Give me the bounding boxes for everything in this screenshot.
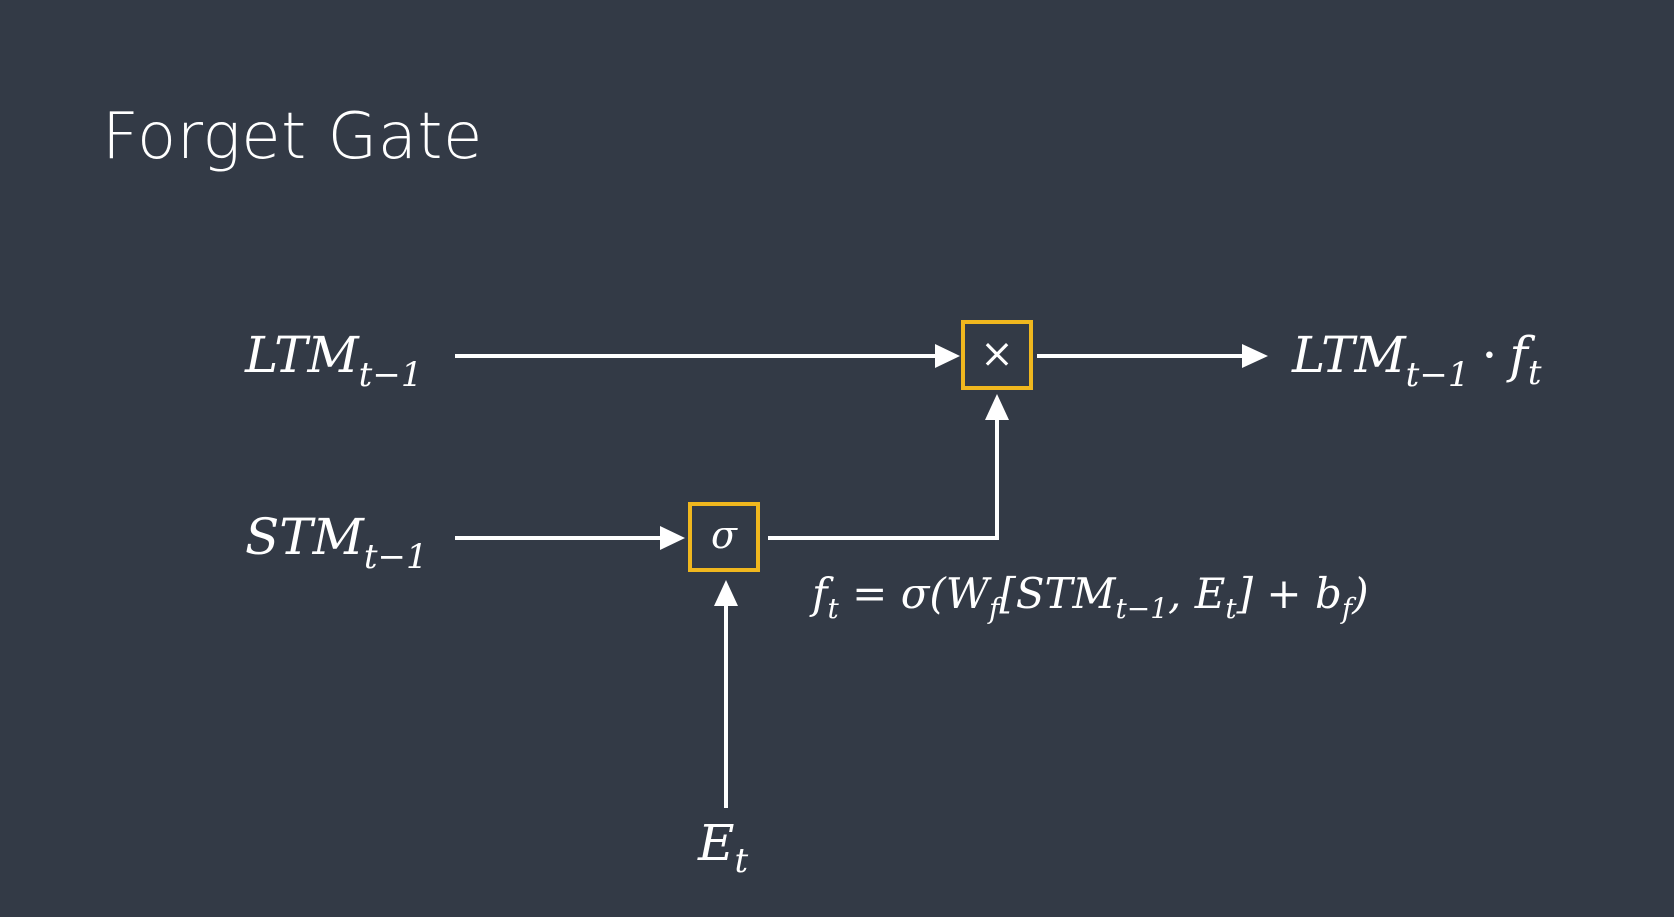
event-input-label: Et	[697, 814, 749, 881]
stm-arrowhead	[660, 526, 685, 550]
multiply-gate: ×	[961, 320, 1033, 390]
event-arrowhead	[714, 580, 738, 606]
sigmoid-gate: σ	[688, 502, 760, 572]
ltm-input-label: LTMt−1	[244, 326, 422, 395]
output-label: LTMt−1·ft	[1291, 326, 1542, 395]
stm-input-label: STMt−1	[245, 508, 428, 577]
sigmoid-to-multiply-arrow	[768, 415, 999, 540]
forget-gate-equation: ft = σ(Wf[STMt−1, Et] + bf)	[809, 569, 1369, 625]
multiply-icon: ×	[980, 331, 1014, 377]
slide-title: Forget Gate	[102, 100, 483, 174]
ltm-arrowhead	[935, 344, 960, 368]
sigmoid-to-multiply-arrowhead	[985, 394, 1009, 420]
output-arrowhead	[1242, 344, 1268, 368]
sigmoid-icon: σ	[711, 513, 738, 557]
